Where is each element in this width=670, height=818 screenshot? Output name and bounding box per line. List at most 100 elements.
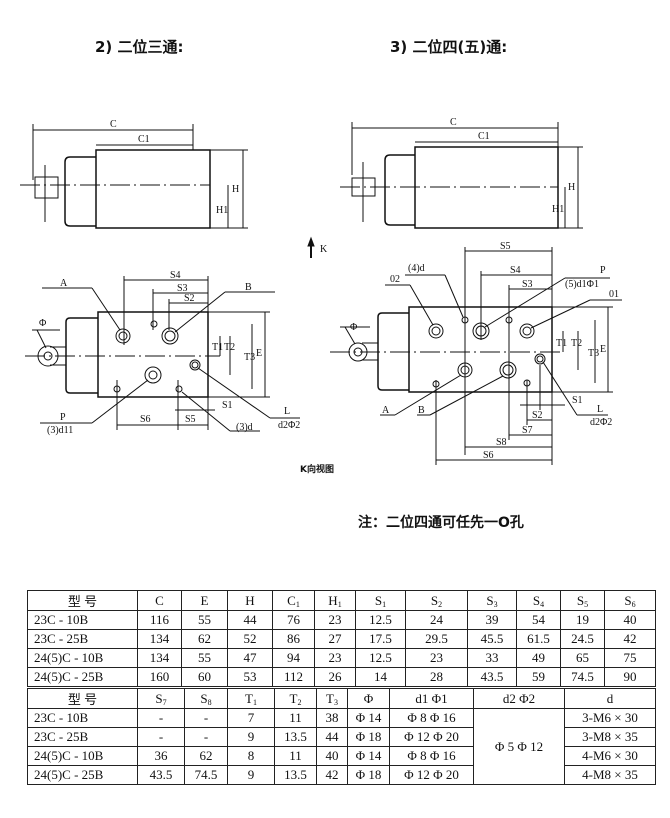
value-cell: 36	[137, 746, 185, 766]
value-cell: 9	[227, 765, 275, 785]
value-cell: 19	[560, 610, 605, 630]
value-cell: 40	[316, 746, 348, 766]
value-cell: 29.5	[405, 629, 468, 649]
dim-label-t3: T3	[244, 352, 255, 363]
port-label-p: P	[60, 412, 66, 423]
dim-label-c: C	[450, 117, 457, 128]
dim-label-s3: S3	[522, 279, 533, 290]
dim-label-phi: Φ	[39, 318, 46, 329]
value-cell: 8	[227, 746, 275, 766]
port-label-l: L	[284, 406, 290, 417]
k-view-4way: 02 (4)d P (5)d1Φ1 01 A B L d2Φ2 Φ S5 S4 …	[330, 241, 622, 465]
model-cell: 23C - 10B	[27, 610, 138, 630]
port-label-b: B	[418, 405, 425, 416]
column-header: S2	[405, 590, 468, 611]
value-cell: 27	[314, 629, 356, 649]
value-cell: 74.5	[184, 765, 228, 785]
value-cell: 74.5	[560, 667, 605, 687]
value-cell: 23	[405, 648, 468, 668]
value-cell: 40	[604, 610, 656, 630]
column-header: T3	[316, 688, 348, 709]
dim-label-s4: S4	[170, 270, 181, 281]
dim-label-s4: S4	[510, 265, 521, 276]
column-header: S6	[604, 590, 656, 611]
value-cell: 75	[604, 648, 656, 668]
column-header: H1	[314, 590, 356, 611]
k-arrow-icon: K	[307, 236, 328, 258]
model-cell: 23C - 10B	[27, 708, 138, 728]
value-cell: -	[184, 727, 228, 747]
model-cell: 23C - 25B	[27, 629, 138, 649]
column-header: T1	[227, 688, 275, 709]
value-cell: 4-M6 × 30	[564, 746, 656, 766]
dim-label-s8: S8	[496, 437, 507, 448]
dim-label-t2: T2	[224, 342, 235, 353]
value-cell: 54	[516, 610, 561, 630]
value-cell: -	[184, 708, 228, 728]
d2phi2-merged-cell: Φ 5 Φ 12	[473, 708, 565, 785]
value-cell: Φ 8 Φ 16	[389, 746, 474, 766]
dim-label-c1: C1	[138, 134, 150, 145]
column-header: S8	[184, 688, 228, 709]
value-cell: 55	[181, 648, 228, 668]
value-cell: 52	[227, 629, 273, 649]
value-cell: 44	[316, 727, 348, 747]
value-cell: -	[137, 708, 185, 728]
value-cell: 47	[227, 648, 273, 668]
dim-label-s5: S5	[500, 241, 511, 252]
value-cell: 28	[405, 667, 468, 687]
column-header: T2	[274, 688, 317, 709]
value-cell: 7	[227, 708, 275, 728]
column-header: 型 号	[27, 688, 138, 709]
dim-label-s1: S1	[222, 400, 233, 411]
dim-label-s5: S5	[185, 414, 196, 425]
dim-label-c: C	[110, 119, 117, 130]
value-cell: 3-M6 × 30	[564, 708, 656, 728]
value-cell: 24.5	[560, 629, 605, 649]
dim-label-s2: S2	[532, 410, 543, 421]
value-cell: 13.5	[274, 765, 317, 785]
value-cell: Φ 8 Φ 16	[389, 708, 474, 728]
dim-label-c1: C1	[478, 131, 490, 142]
value-cell: Φ 14	[347, 746, 390, 766]
value-cell: 43.5	[137, 765, 185, 785]
value-cell: 134	[137, 648, 182, 668]
column-header: d1 Φ1	[389, 688, 474, 709]
dim-label-d1phi1: (5)d1Φ1	[565, 279, 599, 290]
column-header: S3	[467, 590, 517, 611]
dim-label-s3: S3	[177, 283, 188, 294]
dim-label-t2: T2	[571, 338, 582, 349]
port-label-o1: 01	[609, 289, 619, 300]
column-header: H	[227, 590, 273, 611]
value-cell: 42	[604, 629, 656, 649]
dim-label-h1: H1	[552, 204, 564, 215]
value-cell: 9	[227, 727, 275, 747]
value-cell: 38	[316, 708, 348, 728]
dim-label-d: (4)d	[408, 263, 425, 274]
dim-label-t1: T1	[556, 338, 567, 349]
column-header: S4	[516, 590, 561, 611]
model-cell: 24(5)C - 25B	[27, 765, 138, 785]
value-cell: 24	[405, 610, 468, 630]
value-cell: -	[137, 727, 185, 747]
dim-label-s1: S1	[572, 395, 583, 406]
dim-label-s6: S6	[483, 450, 494, 461]
value-cell: 65	[560, 648, 605, 668]
model-cell: 24(5)C - 10B	[27, 746, 138, 766]
dim-label-t3: T3	[588, 348, 599, 359]
port-label-p: P	[600, 265, 606, 276]
value-cell: Φ 14	[347, 708, 390, 728]
port-label-a: A	[60, 278, 68, 289]
k-view-caption: K向视图	[300, 463, 334, 475]
port-label-o2: 02	[390, 274, 400, 285]
k-view-3way: A B Φ P (3)d11 L d2Φ2 (3)d S4 S3 S2 S1 S…	[25, 270, 300, 436]
value-cell: 62	[181, 629, 228, 649]
column-header: S5	[560, 590, 605, 611]
